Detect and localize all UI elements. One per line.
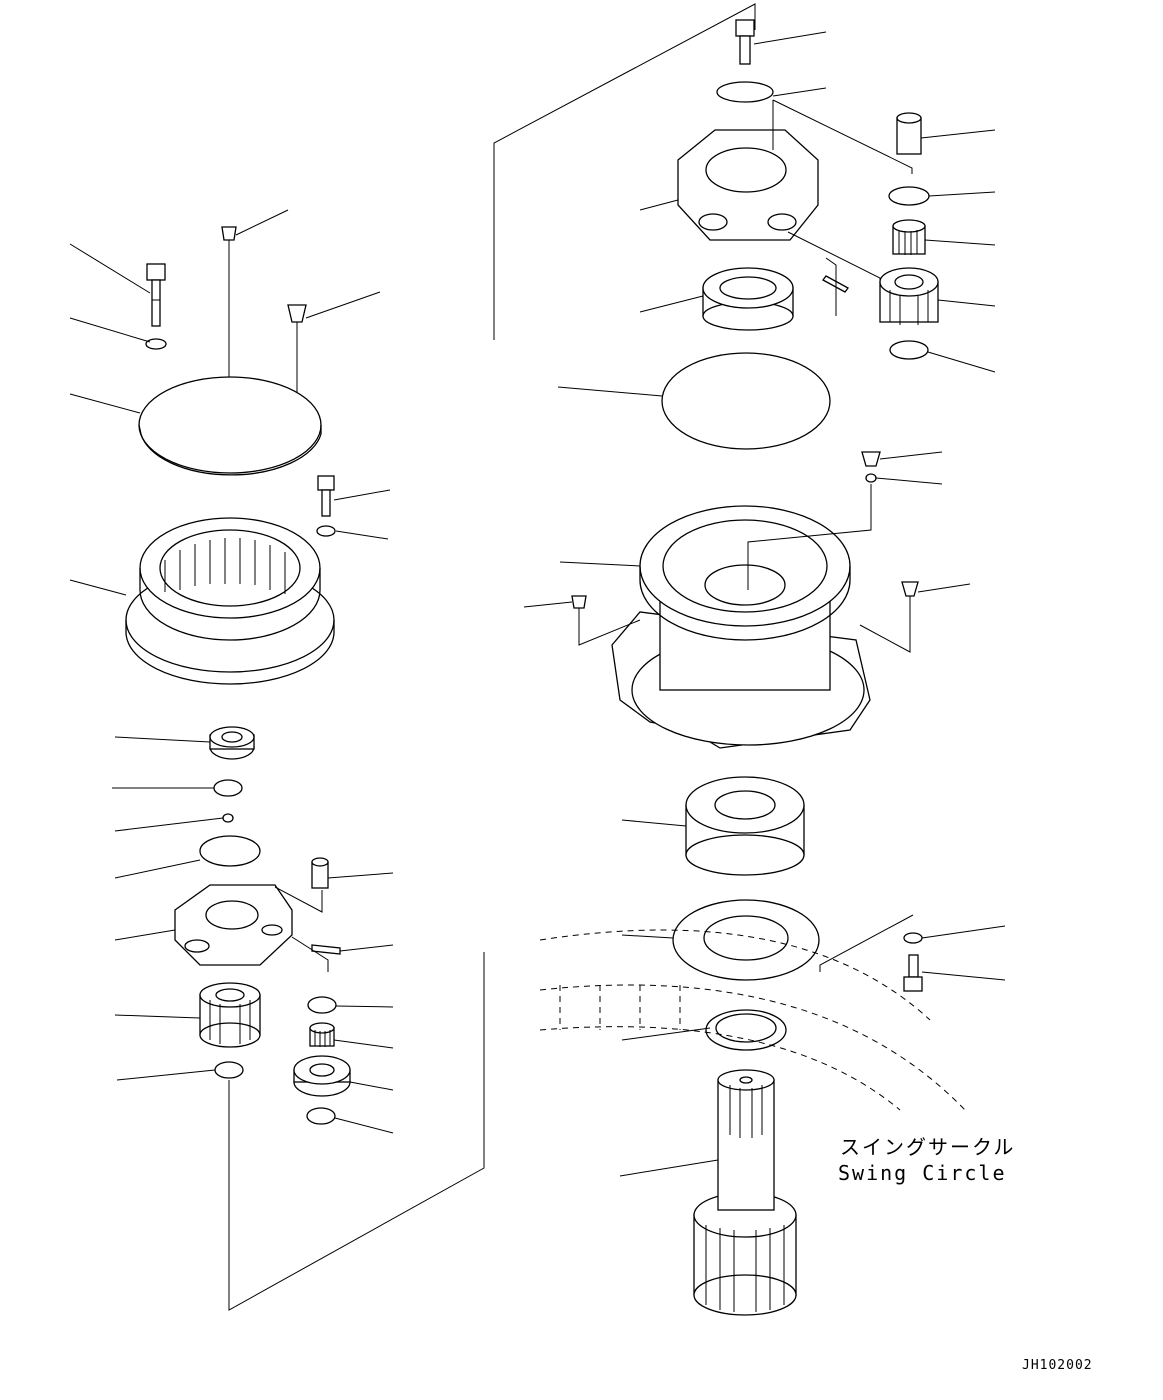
housing-part[interactable] xyxy=(611,505,871,749)
sun-gear-part[interactable] xyxy=(702,267,794,331)
needle-bearing-part[interactable] xyxy=(892,219,926,255)
left-assembly xyxy=(69,209,485,1311)
cap-plate-part[interactable] xyxy=(716,81,774,103)
leader-lines-right xyxy=(523,31,1006,1177)
right-assembly xyxy=(493,3,1006,1316)
bolt-part[interactable] xyxy=(317,475,335,517)
ball-part[interactable] xyxy=(222,813,234,823)
thrust-washer-part[interactable] xyxy=(888,186,930,206)
pin-part[interactable] xyxy=(896,112,922,155)
planetary-gear-part[interactable] xyxy=(199,982,261,1048)
needle-bearing-part[interactable] xyxy=(309,1022,335,1047)
thrust-washer-part[interactable] xyxy=(889,340,929,360)
drawing-code: JH102002 xyxy=(1022,1358,1093,1373)
swing-circle-label-en: Swing Circle xyxy=(838,1161,1007,1185)
plug-part[interactable] xyxy=(901,581,919,597)
o-ring-part[interactable] xyxy=(661,352,831,450)
bearing-part[interactable] xyxy=(209,726,255,760)
pinion-shaft-part[interactable] xyxy=(693,1069,797,1316)
plug-part[interactable] xyxy=(571,595,587,609)
roll-pin-part[interactable] xyxy=(311,944,341,955)
thrust-plate-part[interactable] xyxy=(199,835,261,867)
washer-part[interactable] xyxy=(903,932,923,944)
swing-circle-label-jp: スイングサークル xyxy=(840,1135,1015,1159)
thrust-washer-part[interactable] xyxy=(213,779,243,797)
washer-part[interactable] xyxy=(316,525,336,537)
bolt-part[interactable] xyxy=(146,263,166,327)
cover-plate-part[interactable] xyxy=(138,376,322,476)
thrust-washer-part[interactable] xyxy=(214,1061,244,1079)
bolt-part[interactable] xyxy=(903,954,923,992)
thrust-washer-part[interactable] xyxy=(307,996,337,1014)
carrier-part[interactable] xyxy=(174,884,293,966)
leader-lines-left xyxy=(69,209,485,1311)
washer-part[interactable] xyxy=(145,338,167,350)
swing-circle-outline xyxy=(539,929,966,1111)
pin-part[interactable] xyxy=(311,857,329,889)
bolt-part[interactable] xyxy=(735,19,755,65)
ball-part[interactable] xyxy=(865,473,877,483)
planet-gear-part[interactable] xyxy=(879,267,939,325)
oil-seal-part[interactable] xyxy=(705,1009,787,1051)
frame-line xyxy=(493,3,756,340)
ring-gear-part[interactable] xyxy=(125,517,335,685)
thrust-washer-part[interactable] xyxy=(306,1107,336,1125)
plug-part[interactable] xyxy=(861,451,881,467)
seal-flange-part[interactable] xyxy=(672,899,820,981)
carrier-part[interactable] xyxy=(677,129,819,241)
planet-gear-part[interactable] xyxy=(293,1055,351,1097)
bearing-cage-part[interactable] xyxy=(685,776,805,876)
